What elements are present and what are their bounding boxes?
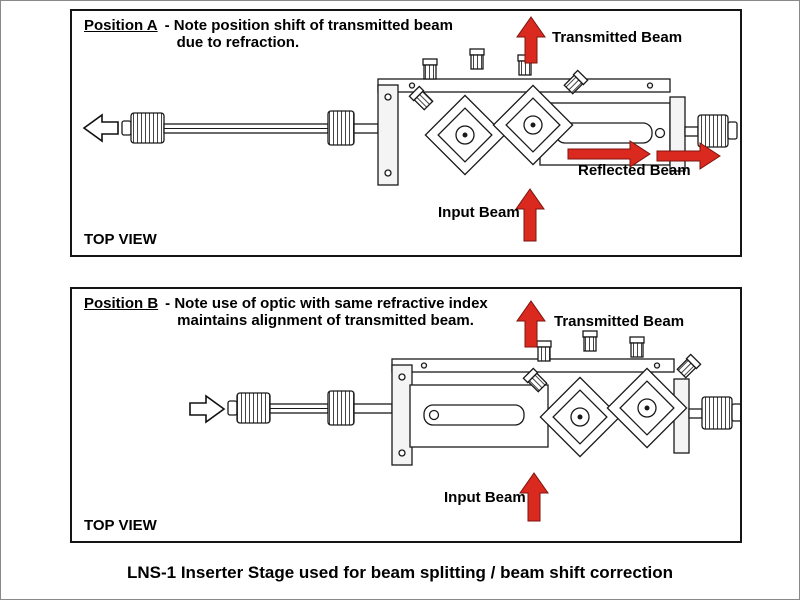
- input-beam-label: Input Beam: [438, 204, 520, 221]
- panel-b-title: Position B: [84, 295, 159, 312]
- transmitted-beam-label: Transmitted Beam: [554, 313, 685, 330]
- right-drive-knob: [673, 378, 740, 454]
- beam-exit-arrow-left: [82, 113, 119, 143]
- optic-mount-1: [539, 376, 621, 458]
- adjustment-knobs: [522, 330, 702, 393]
- input-beam-label: Input Beam: [444, 489, 526, 506]
- stage-diagram-b: [189, 300, 740, 522]
- drive-rod: [163, 110, 379, 146]
- caption: LNS-1 Inserter Stage used for beam split…: [126, 563, 673, 582]
- slide-arm: [409, 384, 549, 448]
- drive-rod: [269, 390, 393, 426]
- reflected-beam-label: Reflected Beam: [578, 162, 691, 179]
- stage-body: [377, 78, 671, 186]
- panel-b-description: - Note use of optic with same refractive…: [165, 295, 488, 329]
- left-drive-knob: [227, 392, 271, 424]
- panel-b-header: Position B - Note use of optic with same…: [84, 295, 488, 329]
- stage-diagram-a: [82, 16, 738, 242]
- adjustment-knobs: [408, 48, 589, 111]
- panel-a-desc-line1: - Note position shift of transmitted bea…: [164, 17, 453, 34]
- panel-a-title: Position A: [84, 17, 158, 34]
- stage-drawing-a: [121, 48, 738, 186]
- stage-drawing-b: [227, 330, 740, 466]
- panel-a-desc-line2: due to refraction.: [176, 34, 300, 51]
- panel-a-description: - Note position shift of transmitted bea…: [165, 17, 453, 51]
- beam-entry-arrow-right: [189, 394, 226, 424]
- panel-position-a: Position A - Note position shift of tran…: [70, 9, 742, 257]
- transmitted-beam-label: Transmitted Beam: [552, 29, 683, 46]
- top-view-label-b: TOP VIEW: [84, 517, 157, 534]
- optic-mount-2: [606, 367, 688, 449]
- optic-mount-1: [424, 94, 506, 176]
- reflected-beam-arrow-2: [656, 142, 721, 170]
- input-beam-arrow: [519, 472, 549, 522]
- optic-mount-2: [492, 84, 574, 166]
- panel-position-b: Position B - Note use of optic with same…: [70, 287, 742, 543]
- top-view-label-a: TOP VIEW: [84, 231, 157, 248]
- input-beam-arrow: [515, 188, 545, 242]
- transmitted-beam-arrow: [516, 300, 546, 348]
- panel-a-header: Position A - Note position shift of tran…: [84, 17, 453, 51]
- panel-b-desc-line2: maintains alignment of transmitted beam.: [177, 312, 474, 329]
- left-drive-knob: [121, 112, 165, 144]
- panel-b-desc-line1: - Note use of optic with same refractive…: [165, 295, 488, 312]
- reflected-beam-arrow-1: [567, 140, 651, 168]
- transmitted-beam-arrow: [516, 16, 546, 64]
